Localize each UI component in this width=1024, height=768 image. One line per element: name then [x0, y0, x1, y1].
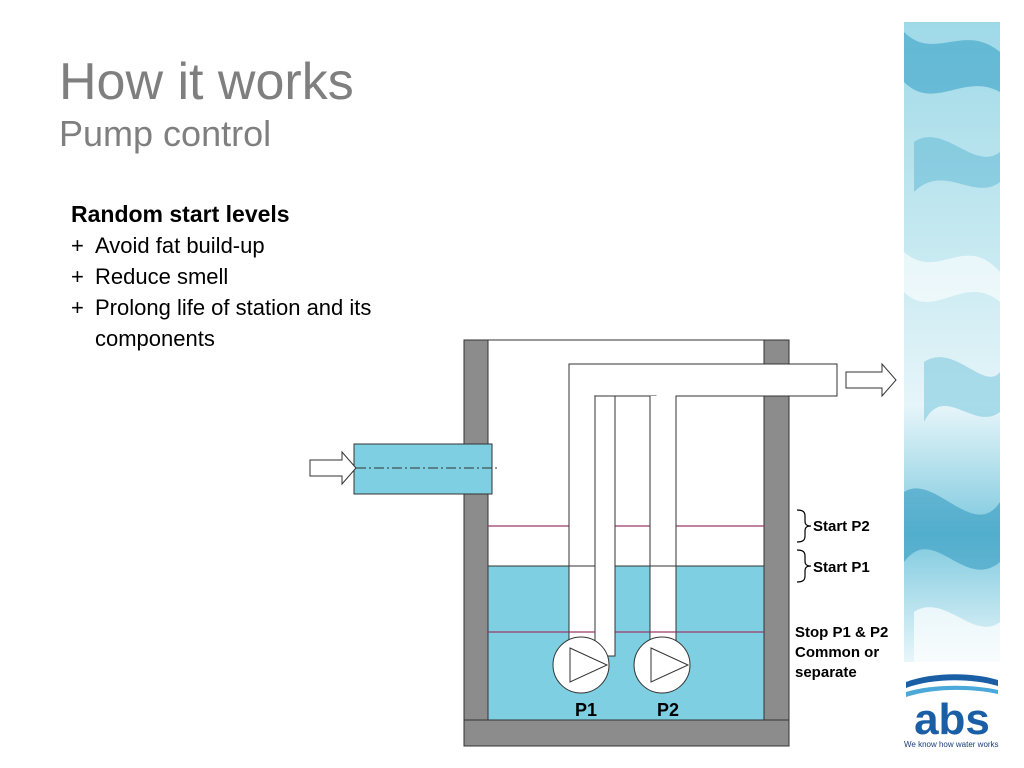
plus-icon: + — [71, 295, 84, 320]
abs-logo: abs — [902, 672, 1002, 752]
plus-icon: + — [71, 233, 84, 258]
bullet-item: + Avoid fat build-up — [71, 230, 411, 261]
bullet-heading: Random start levels — [71, 201, 290, 227]
bullet-item: + Reduce smell — [71, 261, 411, 292]
plus-icon: + — [71, 264, 84, 289]
pump-label-p2: P2 — [657, 700, 679, 720]
outlet-arrow-icon — [845, 362, 897, 398]
pump-p2-triangle-icon — [650, 647, 690, 683]
start-p2-label: Start P2 — [813, 518, 870, 535]
bullet-text: Avoid fat build-up — [95, 233, 265, 258]
stop-label-line1: Stop P1 & P2 — [795, 624, 888, 641]
bullet-list: Random start levels + Avoid fat build-up… — [71, 199, 411, 354]
start-p2-brace-icon — [796, 509, 812, 543]
right-wall — [763, 339, 790, 747]
pump-label-p1: P1 — [575, 700, 597, 720]
inlet-arrow-icon — [309, 450, 357, 486]
stop-label-line3: separate — [795, 664, 857, 681]
pump-p1-triangle-icon — [569, 647, 609, 683]
slide-subtitle: Pump control — [59, 113, 272, 154]
left-wall — [463, 339, 489, 747]
start-p1-brace-icon — [796, 549, 812, 583]
water-photo-image — [904, 22, 1000, 662]
slide-title: How it works — [59, 53, 354, 111]
logo-brand: abs — [914, 695, 990, 742]
bullet-item: + Prolong life of station and its compon… — [71, 292, 411, 354]
start-p1-label: Start P1 — [813, 559, 870, 576]
water-body — [487, 565, 765, 721]
floor — [463, 719, 790, 747]
bullet-text: Prolong life of station and its componen… — [95, 295, 372, 351]
logo-tagline: We know how water works — [904, 740, 999, 749]
stop-label-line2: Common or — [795, 644, 879, 661]
inlet-pipe — [353, 443, 493, 495]
bullet-text: Reduce smell — [95, 264, 229, 289]
